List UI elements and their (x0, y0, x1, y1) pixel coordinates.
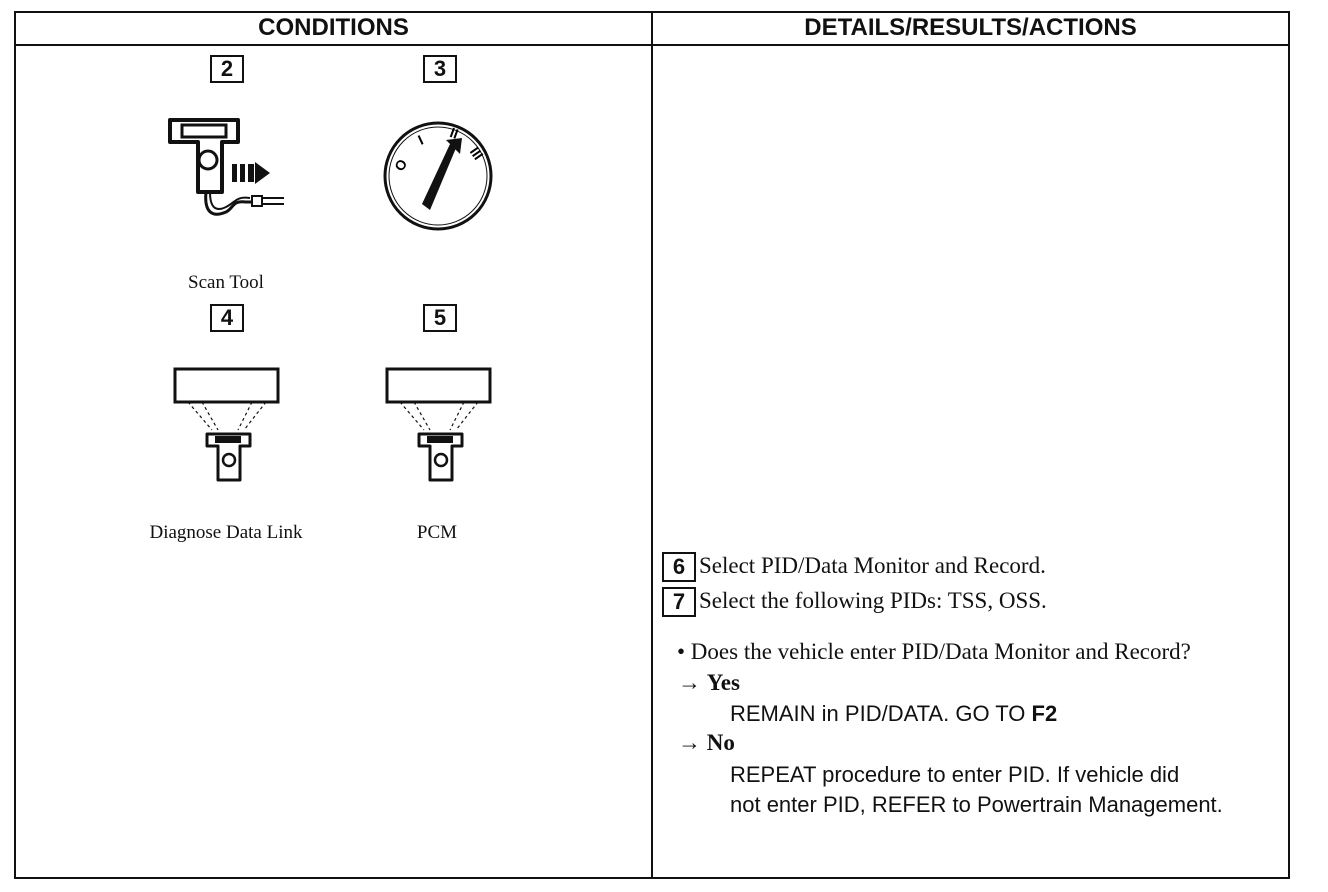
no-action-line-2: not enter PID, REFER to Powertrain Manag… (730, 792, 1223, 817)
step-6-box: 6 (662, 552, 696, 582)
column-divider (651, 11, 653, 879)
yes-action: REMAIN in PID/DATA. GO TO F2 (730, 701, 1057, 727)
ignition-position-1: I (415, 132, 425, 148)
step-5-box: 5 (423, 304, 457, 332)
diagnose-data-link-caption: Diagnose Data Link (149, 522, 303, 543)
scan-tool-caption: Scan Tool (188, 272, 264, 293)
no-branch: → No (678, 730, 735, 756)
step-6-text: Select PID/Data Monitor and Record. (699, 553, 1046, 578)
step-7-box: 7 (662, 587, 696, 617)
ignition-switch-icon: O I II III (383, 121, 493, 231)
yes-arrow-icon: → (678, 670, 701, 695)
no-action-line-1: REPEAT procedure to enter PID. If vehicl… (730, 762, 1180, 787)
details-header: DETAILS/RESULTS/ACTIONS (804, 14, 1137, 41)
yes-action-text: REMAIN in PID/DATA. GO TO (730, 701, 1032, 726)
yes-label: Yes (706, 670, 740, 695)
step-4-box: 4 (210, 304, 244, 332)
yes-branch: → Yes (678, 670, 740, 696)
conditions-header: CONDITIONS (258, 14, 409, 41)
diagnose-data-link-icon (173, 367, 280, 482)
step-2-box: 2 (210, 55, 244, 83)
step-3-box: 3 (423, 55, 457, 83)
header-divider (14, 44, 1290, 46)
step-7-text: Select the following PIDs: TSS, OSS. (699, 588, 1047, 613)
scan-tool-icon (168, 118, 284, 216)
no-label: No (706, 730, 735, 755)
no-arrow-icon: → (678, 730, 701, 755)
question-text: • Does the vehicle enter PID/Data Monito… (677, 639, 1191, 664)
yes-action-target: F2 (1031, 701, 1058, 726)
pcm-icon (385, 367, 492, 482)
pcm-caption: PCM (416, 522, 458, 543)
